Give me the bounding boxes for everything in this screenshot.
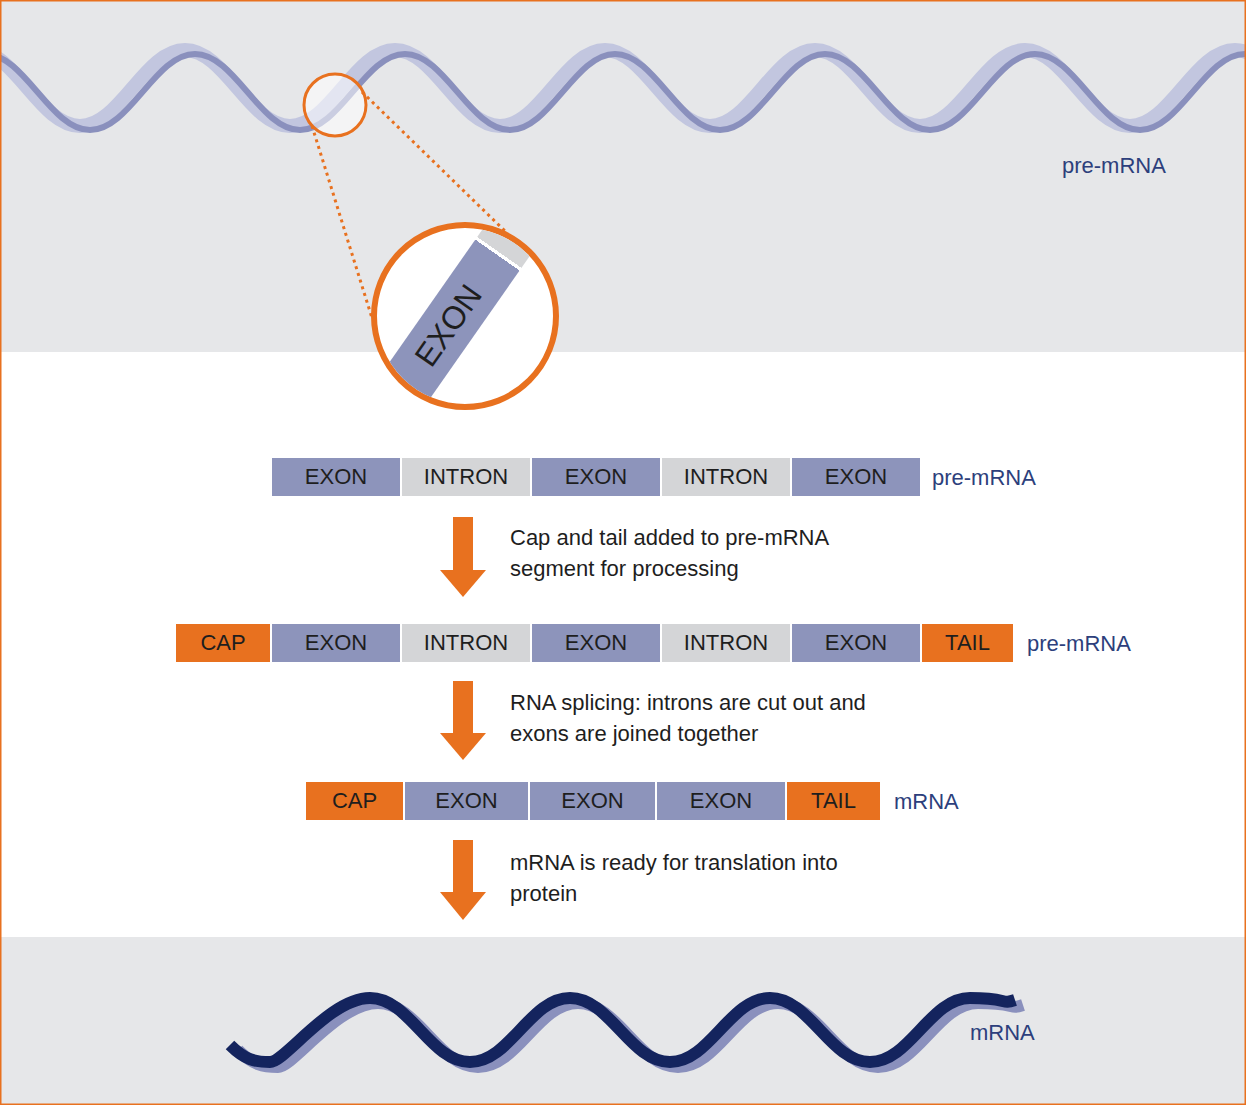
mrna-ribbon: [230, 998, 1015, 1062]
segment-name: EXON: [825, 630, 887, 656]
rna-segment-box: CAP: [306, 782, 403, 820]
rna-segment-box: EXON: [405, 782, 528, 820]
molecule-label: pre-mRNA: [1027, 628, 1131, 659]
step-note: RNA splicing: introns are cut out and ex…: [510, 687, 890, 749]
process-arrow: [453, 517, 473, 572]
step-note: mRNA is ready for translation into prote…: [510, 847, 890, 909]
process-arrow: [440, 733, 486, 760]
segment-name: CAP: [332, 788, 377, 814]
rna-segment-box: INTRON: [662, 624, 790, 662]
segment-name: TAIL: [945, 630, 990, 656]
rna-segment-box: EXON: [657, 782, 785, 820]
molecule-label: pre-mRNA: [1062, 150, 1166, 181]
process-arrow: [440, 892, 486, 920]
segment-name: TAIL: [811, 788, 856, 814]
segment-name: EXON: [305, 464, 367, 490]
segment-name: EXON: [561, 788, 623, 814]
segment-name: EXON: [825, 464, 887, 490]
rna-segment-box: TAIL: [787, 782, 880, 820]
segment-name: INTRON: [684, 630, 768, 656]
rna-segment-box: EXON: [530, 782, 655, 820]
segment-name: INTRON: [424, 630, 508, 656]
segment-name: EXON: [406, 277, 489, 373]
rna-segment-box: INTRON: [402, 624, 530, 662]
molecule-label: pre-mRNA: [932, 462, 1036, 493]
rna-segment-box: CAP: [176, 624, 270, 662]
rna-segment-box: TAIL: [922, 624, 1013, 662]
molecule-label: mRNA: [894, 786, 959, 817]
rna-segment-box: EXON: [272, 624, 400, 662]
segment-name: EXON: [565, 464, 627, 490]
bottom-band: [0, 937, 1246, 1105]
zoom-leader: [362, 92, 506, 232]
rna-segment-box: EXON: [792, 458, 920, 496]
segment-name: CAP: [200, 630, 245, 656]
rna-segment-box: INTRON: [402, 458, 530, 496]
process-arrow: [440, 570, 486, 597]
segment-name: EXON: [690, 788, 752, 814]
segment-name: INTRON: [684, 464, 768, 490]
molecule-label: mRNA: [970, 1017, 1035, 1048]
rna-segment-box: EXON: [272, 458, 400, 496]
rna-segment-box: EXON: [792, 624, 920, 662]
segment-name: EXON: [565, 630, 627, 656]
rna-segment-box: EXON: [532, 624, 660, 662]
rna-segment-box: INTRON: [662, 458, 790, 496]
process-arrow: [453, 681, 473, 735]
zoomed-exon-strip: EXON: [371, 222, 537, 410]
step-note: Cap and tail added to pre-mRNA segment f…: [510, 522, 890, 584]
pre-mrna-ribbon-shade: [0, 54, 1246, 130]
segment-name: INTRON: [424, 464, 508, 490]
process-arrow: [453, 840, 473, 894]
zoom-leader: [312, 126, 372, 318]
zoom-circle: EXON: [371, 222, 559, 410]
segment-name: EXON: [435, 788, 497, 814]
segment-name: EXON: [305, 630, 367, 656]
rna-segment-box: EXON: [532, 458, 660, 496]
